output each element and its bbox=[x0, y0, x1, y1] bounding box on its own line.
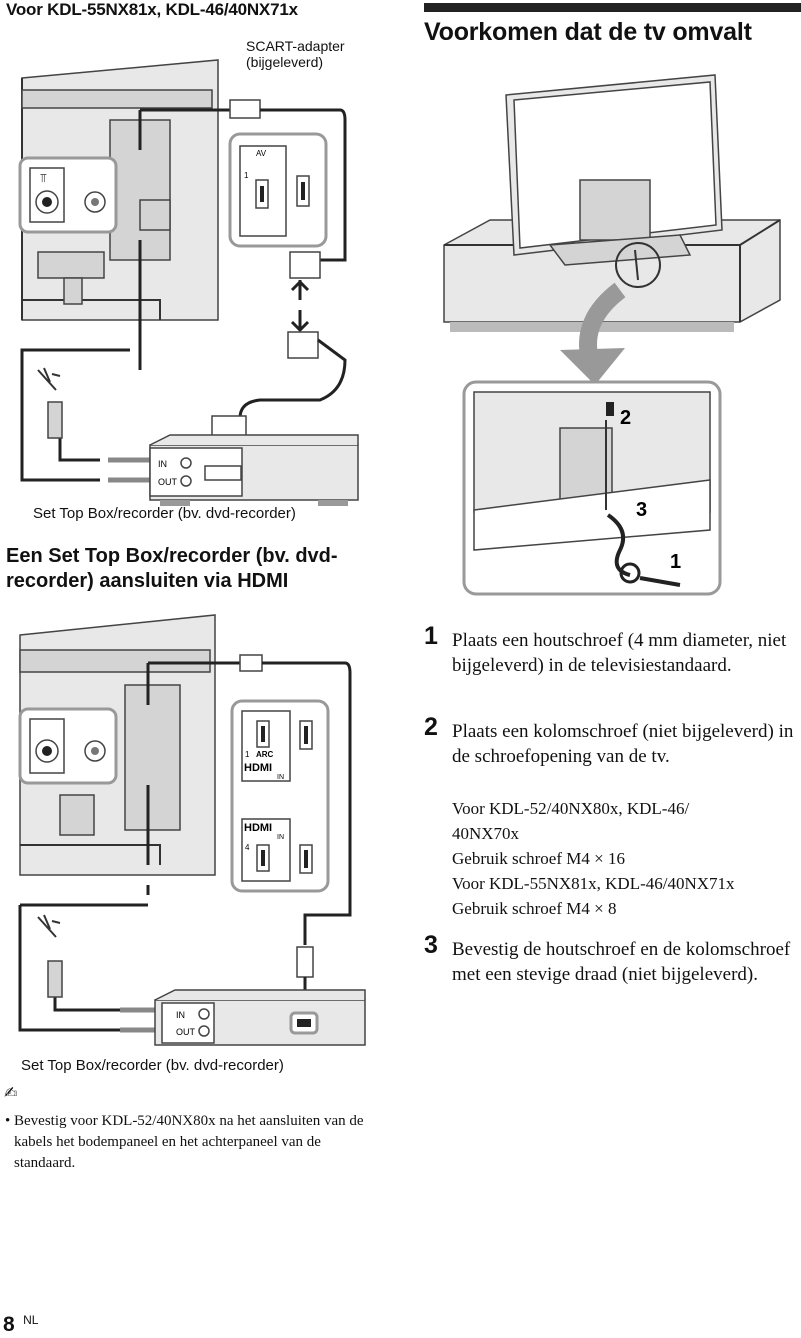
callout-1: 1 bbox=[670, 551, 681, 573]
fig2-caption: Set Top Box/recorder (bv. dvd-recorder) bbox=[21, 1057, 284, 1074]
step-2-detail-2: 40NX70x bbox=[452, 824, 520, 843]
step-2-detail-5: Gebruik schroef M4 × 8 bbox=[452, 899, 617, 918]
page-number-value: 8 bbox=[3, 1313, 15, 1336]
scart-adapter-label: SCART-adapter (bijgeleverd) bbox=[246, 38, 345, 70]
fig2-port-4: 4 bbox=[245, 843, 250, 852]
model-heading: Voor KDL-55NX81x, KDL-46/40NX71x bbox=[6, 0, 298, 19]
step-2-detail-1: Voor KDL-52/40NX80x, KDL-46/ bbox=[452, 799, 690, 818]
step-3-text: Bevestig de houtschroef en de kolomschro… bbox=[452, 939, 791, 985]
section-heading: Voorkomen dat de tv omvalt bbox=[424, 18, 752, 46]
hdmi-connection-illustration: 1 ARC HDMI IN HDMI IN 4 IN OUT bbox=[18, 614, 366, 1046]
hdmi-connection-figure: 1 ARC HDMI IN HDMI IN 4 IN OUT bbox=[0, 605, 400, 1055]
anti-tip-figure: 2 3 1 bbox=[430, 60, 801, 600]
step-2-text: Plaats een kolomschroef (niet bijgelever… bbox=[452, 721, 794, 767]
section-rule bbox=[424, 3, 801, 12]
fig1-in-label: IN bbox=[158, 459, 167, 469]
step-1-number: 1 bbox=[424, 622, 438, 650]
fig2-hdmi-label-1: HDMI bbox=[244, 762, 272, 774]
callout-2: 2 bbox=[620, 407, 631, 429]
scart-connection-illustration: ⫪ AV 1 I bbox=[18, 59, 359, 506]
hdmi-section-heading: Een Set Top Box/recorder (bv. dvd-record… bbox=[6, 545, 338, 592]
page-language: NL bbox=[23, 1313, 39, 1327]
note-text: Bevestig voor KDL-52/40NX80x na het aans… bbox=[14, 1113, 364, 1171]
scart-label-line1: SCART-adapter bbox=[246, 38, 345, 54]
fig2-in-label-1: IN bbox=[277, 774, 284, 781]
fig1-port-number: 1 bbox=[244, 171, 249, 180]
step-3-number: 3 bbox=[424, 931, 438, 959]
scart-label-line2: (bijgeleverd) bbox=[246, 54, 324, 70]
callout-3: 3 bbox=[636, 499, 647, 521]
fig2-port-1: 1 bbox=[245, 750, 250, 759]
step-2-detail-4: Voor KDL-55NX81x, KDL-46/40NX71x bbox=[452, 874, 735, 893]
note-bullet: • bbox=[5, 1113, 11, 1129]
step-2-detail-3: Gebruik schroef M4 × 16 bbox=[452, 849, 625, 868]
scart-connection-figure: ⫪ AV 1 I bbox=[0, 30, 400, 530]
fig1-caption: Set Top Box/recorder (bv. dvd-recorder) bbox=[33, 505, 296, 522]
fig2-out-label: OUT bbox=[176, 1027, 196, 1037]
fig1-out-label: OUT bbox=[158, 477, 178, 487]
page-number: 8 NL bbox=[3, 1313, 38, 1337]
step-1-text: Plaats een houtschroef (4 mm diameter, n… bbox=[452, 630, 787, 676]
step-2-number: 2 bbox=[424, 713, 438, 741]
step-2-details: Voor KDL-52/40NX80x, KDL-46/ 40NX70x Geb… bbox=[452, 796, 801, 921]
fig2-in-label: IN bbox=[176, 1010, 185, 1020]
anti-tip-illustration: 2 3 1 bbox=[443, 74, 781, 596]
fig2-hdmi-label-2: HDMI bbox=[244, 822, 272, 834]
fig2-in-label-2: IN bbox=[277, 834, 284, 841]
fig2-arc-label: ARC bbox=[256, 750, 274, 759]
note-icon: ✍ bbox=[4, 1083, 18, 1102]
fig1-av-label: AV bbox=[256, 149, 267, 158]
svg-text:⫪: ⫪ bbox=[40, 171, 47, 185]
